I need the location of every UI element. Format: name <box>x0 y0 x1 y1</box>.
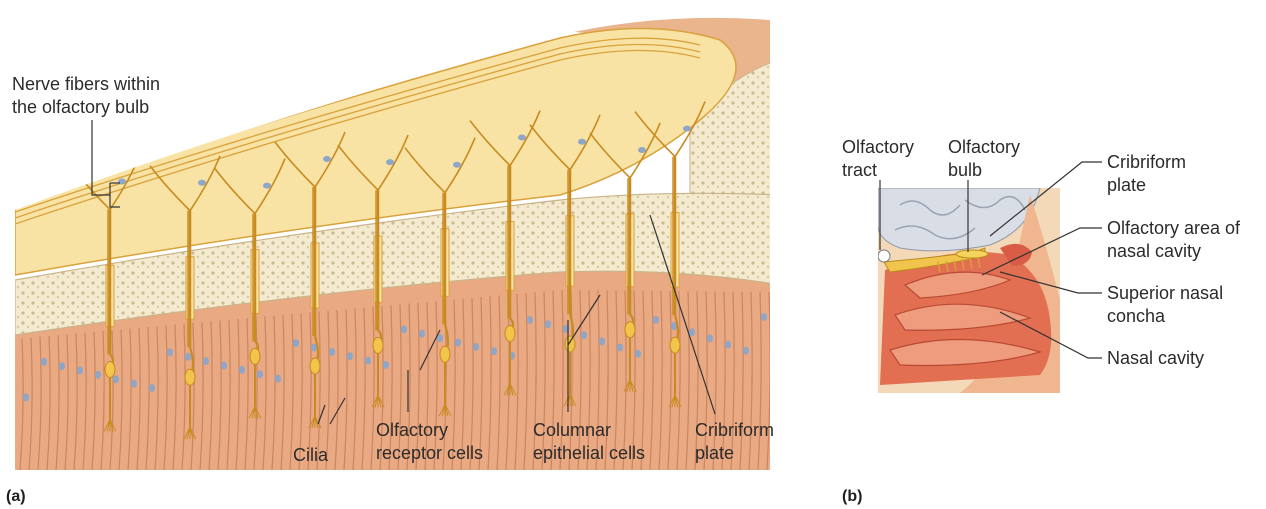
cell-nucleus <box>725 341 731 349</box>
cell-nucleus <box>221 362 227 370</box>
cell-nucleus <box>527 316 533 324</box>
cell-nucleus <box>185 353 191 361</box>
mitral-cell-body <box>683 126 691 132</box>
label-olfactory-area: Olfactory area of nasal cavity <box>1107 217 1240 263</box>
receptor-cell-body <box>565 336 575 352</box>
cell-nucleus <box>473 343 479 351</box>
cell-nucleus <box>149 384 155 392</box>
cell-nucleus <box>347 352 353 360</box>
receptor-cell-body <box>625 322 635 338</box>
mitral-cell-body <box>323 156 331 162</box>
label-cribriform-plate-a: Cribriform plate <box>695 419 774 465</box>
cell-nucleus <box>455 338 461 346</box>
cell-nucleus <box>131 380 137 388</box>
cell-nucleus <box>383 361 389 369</box>
receptor-cell-body <box>373 337 383 353</box>
mitral-cell-body <box>578 139 586 145</box>
cell-nucleus <box>167 348 173 356</box>
label-columnar-epithelial-cells: Columnar epithelial cells <box>533 419 645 465</box>
cell-nucleus <box>329 348 335 356</box>
cell-nucleus <box>707 334 713 342</box>
receptor-cell-body <box>505 325 515 341</box>
receptor-cell-body <box>670 337 680 353</box>
cell-nucleus <box>95 371 101 379</box>
receptor-cell-body <box>185 369 195 385</box>
cell-nucleus <box>23 393 29 401</box>
cell-nucleus <box>743 347 749 355</box>
cell-nucleus <box>293 339 299 347</box>
label-olfactory-receptor-cells: Olfactory receptor cells <box>376 419 483 465</box>
cell-nucleus <box>203 357 209 365</box>
label-nerve-fibers: Nerve fibers within the olfactory bulb <box>12 73 160 119</box>
cell-nucleus <box>113 375 119 383</box>
panel-a-tag: (a) <box>6 488 26 506</box>
panel-b-tag: (b) <box>842 488 862 506</box>
label-cribriform-plate-b: Cribriform plate <box>1107 151 1186 197</box>
receptor-cell-body <box>440 346 450 362</box>
olfactory-bulb-shape <box>956 250 988 258</box>
label-nasal-cavity: Nasal cavity <box>1107 347 1204 370</box>
cell-nucleus <box>419 330 425 338</box>
olfactory-tract-cut-end <box>878 250 890 262</box>
cell-nucleus <box>635 350 641 358</box>
cell-nucleus <box>761 313 767 321</box>
cell-nucleus <box>41 358 47 366</box>
cell-nucleus <box>653 316 659 324</box>
mitral-cell-body <box>118 179 126 185</box>
cell-nucleus <box>491 347 497 355</box>
label-olfactory-tract: Olfactory tract <box>842 136 914 182</box>
label-superior-nasal-concha: Superior nasal concha <box>1107 282 1223 328</box>
cell-nucleus <box>365 357 371 365</box>
mitral-cell-body <box>386 159 394 165</box>
panel-b-illustration <box>878 188 1060 393</box>
receptor-cell-body <box>250 348 260 364</box>
cell-nucleus <box>257 370 263 378</box>
receptor-cell-body <box>105 361 115 377</box>
mitral-cell-body <box>453 162 461 168</box>
label-cilia: Cilia <box>293 444 328 467</box>
cell-nucleus <box>77 367 83 375</box>
cell-nucleus <box>617 344 623 352</box>
cell-nucleus <box>689 328 695 336</box>
mitral-cell-body <box>518 135 526 141</box>
cell-nucleus <box>599 337 605 345</box>
label-olfactory-bulb: Olfactory bulb <box>948 136 1020 182</box>
mitral-cell-body <box>638 147 646 153</box>
mitral-cell-body <box>198 180 206 186</box>
cell-nucleus <box>581 331 587 339</box>
mitral-cell-body <box>263 183 271 189</box>
cell-nucleus <box>545 320 551 328</box>
cell-nucleus <box>59 362 65 370</box>
cell-nucleus <box>239 366 245 374</box>
cell-nucleus <box>401 325 407 333</box>
receptor-cell-body <box>310 358 320 374</box>
cell-nucleus <box>275 375 281 383</box>
